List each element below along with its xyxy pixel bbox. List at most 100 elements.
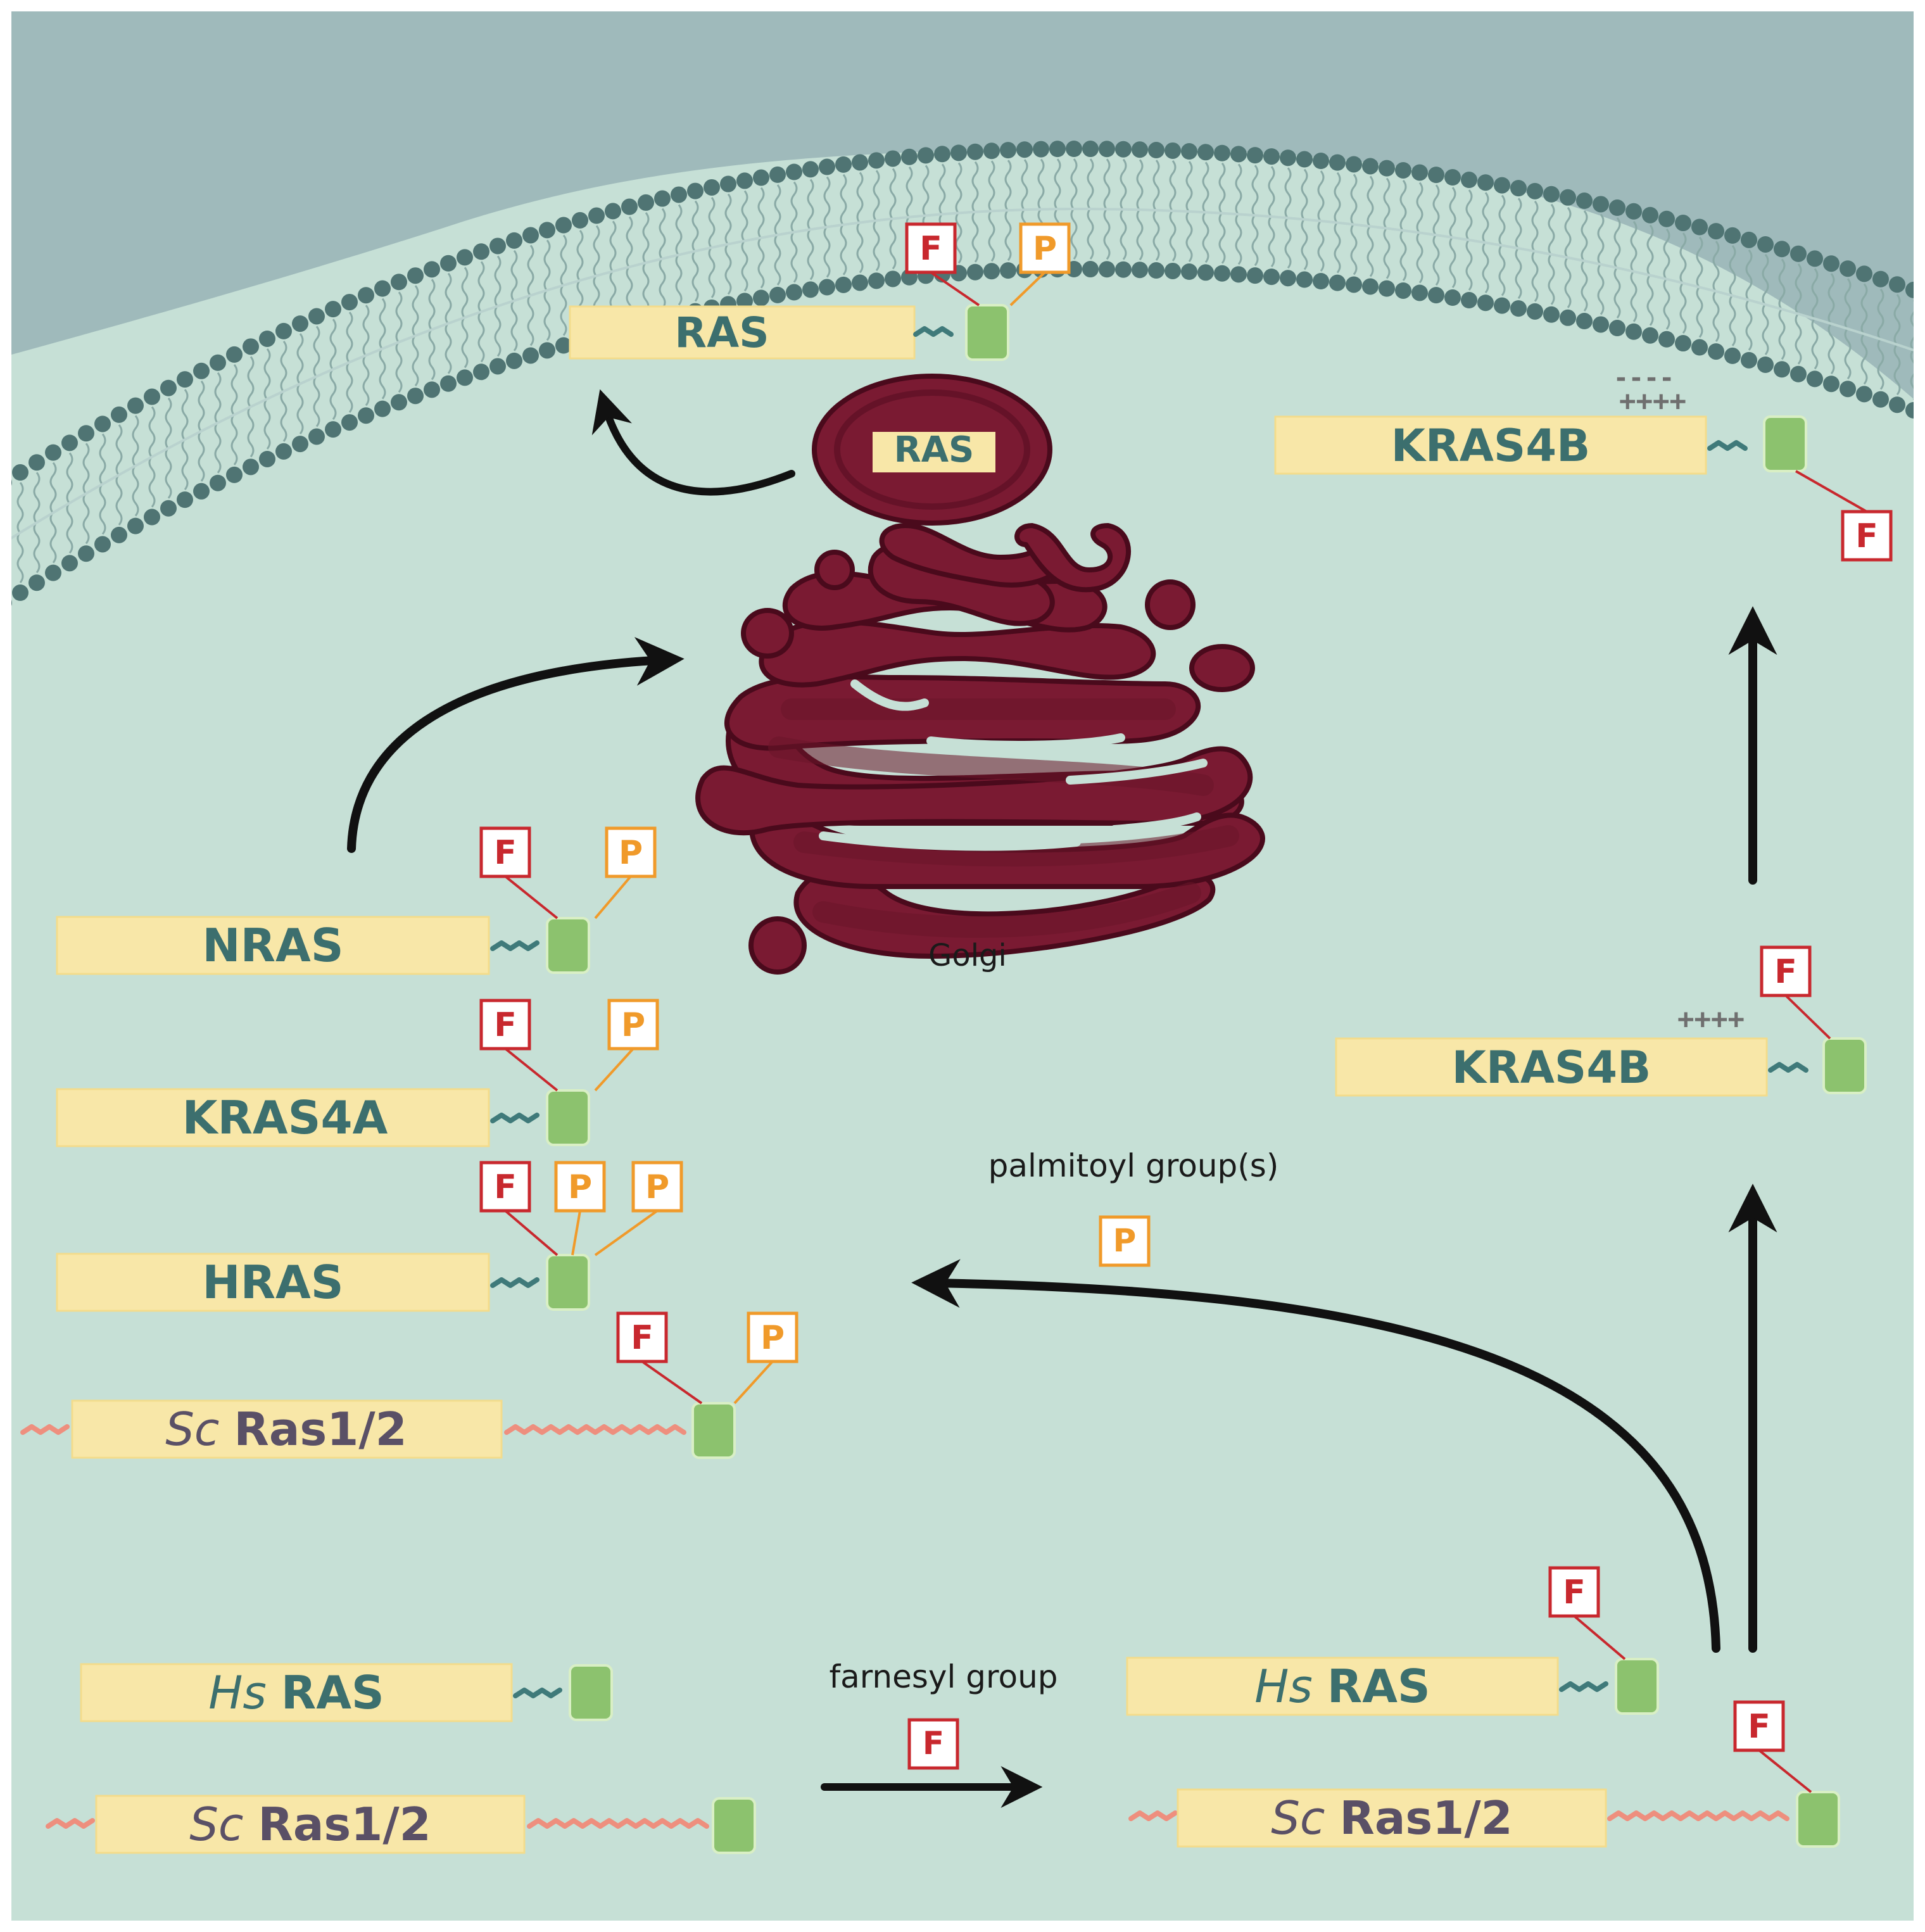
- anchor-sc-ras-palmitoylated: [691, 1402, 736, 1459]
- palmitoyl-tag-kras4a-letter: P: [621, 1006, 645, 1044]
- protein-box-hs-ras-unmodified: [80, 1663, 513, 1722]
- farnesyl-tag-sc-ras-farnesylated: [1733, 1700, 1785, 1752]
- lipid-head: [1922, 408, 1925, 424]
- lipid-head: [94, 415, 111, 432]
- lipid-head: [1708, 223, 1724, 240]
- lipid-head: [918, 147, 934, 164]
- anchor-hs-ras-farnesylated: [1615, 1658, 1659, 1715]
- lipid-tails: [16, 158, 1914, 583]
- sc-ras-farnesylated-label: Sc Ras1/2: [1271, 1791, 1513, 1845]
- kras4b-mid-label: KRAS4B: [1452, 1042, 1651, 1094]
- lipid-head: [1560, 189, 1576, 206]
- kras4a-label: KRAS4A: [182, 1091, 388, 1144]
- palmitoyl-tag-kras4a: [607, 999, 659, 1051]
- linker: [1128, 1810, 1178, 1821]
- lipid-head: [28, 454, 45, 471]
- lipid-head: [1642, 327, 1658, 344]
- anchor-hs-ras-unmodified: [569, 1664, 613, 1721]
- lipid-head: [308, 428, 325, 445]
- lipid-head: [358, 287, 374, 304]
- vesicle-ras-box: [873, 432, 995, 472]
- kras4b-top-label: KRAS4B: [1391, 420, 1591, 472]
- lipid-head: [1872, 391, 1889, 408]
- linker: [1559, 1681, 1608, 1692]
- lipid-head: [555, 217, 572, 234]
- lipid-head: [341, 294, 358, 311]
- lipid-head: [1313, 273, 1329, 290]
- farnesyl-tag-sc-ras-palmitoylated-tether: [641, 1360, 703, 1405]
- lipid-head: [325, 421, 341, 438]
- lipid-head: [885, 150, 901, 167]
- lipid-head: [12, 584, 28, 602]
- lipid-head: [1263, 268, 1280, 286]
- lipid-head: [1411, 164, 1428, 181]
- lipid-head: [1494, 177, 1510, 194]
- lipid-head: [12, 464, 28, 481]
- protein-box-kras4a: [56, 1088, 490, 1147]
- lipid-head: [78, 425, 94, 442]
- lipid-head: [127, 397, 144, 414]
- lipid-head: [61, 555, 78, 572]
- lipid-head: [407, 267, 424, 284]
- lipid-head: [94, 536, 111, 553]
- lipid-head: [1016, 141, 1033, 158]
- anchor-kras4a: [546, 1089, 590, 1146]
- lipid-head: [424, 381, 440, 398]
- lipid-head: [1856, 265, 1872, 282]
- lipid-head: [605, 203, 621, 220]
- lipid-head: [572, 212, 588, 229]
- sc-ras-palmitoylated-label: Sc Ras1/2: [165, 1403, 407, 1456]
- lipid-head: [1922, 287, 1925, 304]
- lipid-head: [226, 466, 243, 483]
- lipid-head: [1082, 261, 1099, 278]
- vesicle-ras-label: RAS: [894, 429, 975, 470]
- linker: [1707, 440, 1748, 451]
- lipid-head: [1625, 203, 1642, 220]
- lipid-head: [177, 371, 193, 388]
- lipid-head: [802, 281, 819, 298]
- lipid-head: [1856, 386, 1872, 403]
- lipid-head: [127, 517, 144, 534]
- protein-box-sc-ras-farnesylated: [1177, 1788, 1607, 1848]
- linker: [20, 1424, 70, 1435]
- lipid-head: [424, 261, 440, 278]
- lipid-head: [1132, 141, 1148, 158]
- lipid-head: [1346, 156, 1362, 173]
- lipid-head: [111, 406, 127, 423]
- lipid-head: [1428, 167, 1444, 184]
- lipid-head: [506, 352, 522, 369]
- lipid-head: [193, 483, 210, 500]
- lipid-head: [1329, 274, 1346, 291]
- lipid-head: [555, 337, 572, 354]
- farnesyl-tag-sc-ras-farnesylated-tether: [1758, 1749, 1812, 1793]
- farnesyl-tag-kras4b-mid: [1760, 945, 1812, 997]
- lipid-head: [786, 163, 802, 180]
- lipid-head: [489, 237, 506, 255]
- lipid-head: [391, 274, 407, 291]
- lipid-head: [1066, 141, 1082, 158]
- lipid-head: [275, 443, 292, 460]
- golgi-label: Golgi: [928, 938, 1007, 973]
- palmitoyl-group-tag: P: [1099, 1215, 1151, 1267]
- farnesyl-tag-hs-ras-farnesylated: [1548, 1566, 1600, 1618]
- lipid-head: [1164, 262, 1181, 279]
- lipid-head: [736, 172, 753, 189]
- lipid-head: [210, 354, 226, 371]
- lipid-head: [1362, 278, 1379, 295]
- anchor-kras4b-mid: [1822, 1037, 1867, 1094]
- arrow-palmitoylation: [911, 1259, 1720, 1653]
- lipid-head: [78, 545, 94, 562]
- lipid-head: [1181, 263, 1197, 281]
- lipid-head: [473, 363, 489, 381]
- lipid-head: [1905, 281, 1914, 298]
- lipid-head: [1329, 154, 1346, 171]
- lipid-head: [753, 169, 769, 186]
- lipid-head: [440, 255, 457, 272]
- lipid-head: [1774, 361, 1790, 378]
- lipid-head: [539, 222, 555, 239]
- farnesyl-tag-kras4a-letter: F: [494, 1006, 517, 1044]
- lipid-head: [1807, 250, 1823, 267]
- lipid-head: [358, 407, 374, 424]
- lipid-head: [506, 232, 522, 249]
- ras-membrane-label: RAS: [674, 308, 769, 357]
